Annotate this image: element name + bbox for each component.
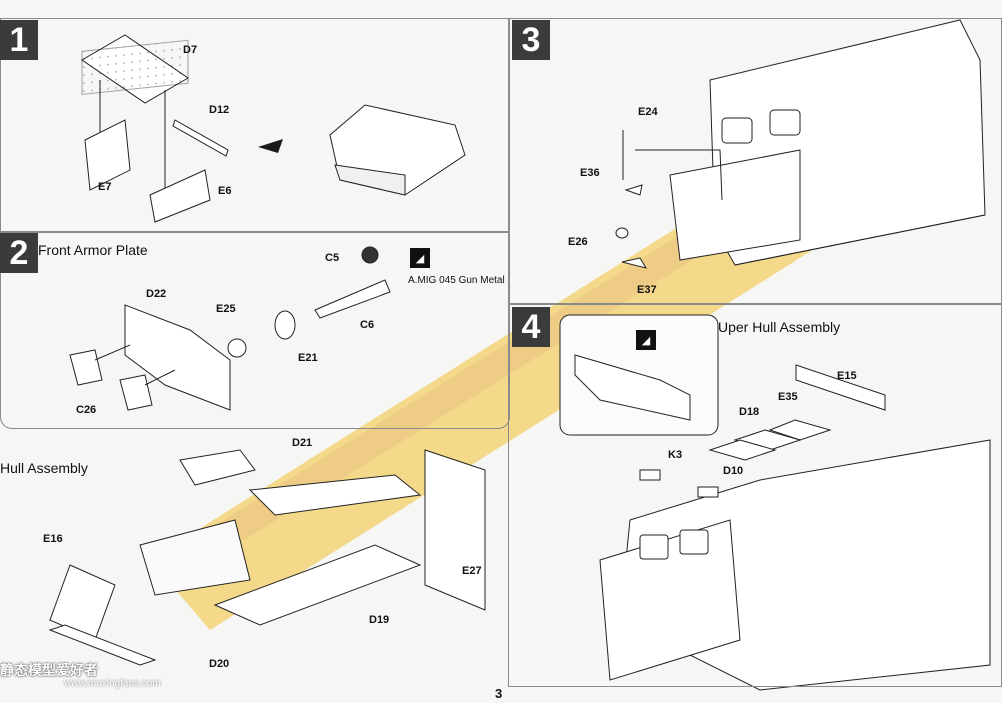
part-label: E25: [216, 303, 236, 315]
logo-watermark: [150, 150, 860, 630]
step4-panel: [508, 303, 1002, 687]
paint-note: A.MIG 045 Gun Metal: [408, 275, 505, 286]
part-label: D20: [209, 658, 230, 670]
step4-drawing: [559, 314, 991, 691]
part-label: E24: [638, 106, 658, 118]
part-label: D21: [292, 437, 313, 449]
step-3-badge: 3: [512, 20, 550, 60]
watermark-url: www.moxingfans.com: [64, 678, 161, 689]
paint-swatch-icon: ◢: [410, 248, 430, 268]
part-label: C6: [360, 319, 375, 331]
part-label: C26: [76, 404, 97, 416]
part-label: D19: [369, 614, 390, 626]
part-label: D10: [723, 465, 744, 477]
part-label: D18: [739, 406, 760, 418]
paint-swatch-icon-step4: ◢: [636, 330, 656, 350]
step2-panel: [0, 231, 510, 429]
step-4-title: Uper Hull Assembly: [718, 319, 841, 335]
step2-drawing: [69, 246, 391, 411]
part-label: E37: [637, 284, 657, 296]
step3-drawing: [615, 19, 986, 269]
part-label: D22: [146, 288, 167, 300]
step-1-badge: 1: [0, 20, 38, 60]
hull-drawing: [48, 449, 486, 666]
step-2-title: Front Armor Plate: [38, 242, 148, 258]
part-label: E16: [43, 533, 63, 545]
part-label: E27: [462, 565, 482, 577]
page-number: 3: [495, 686, 503, 701]
step1-panel: [0, 18, 510, 233]
part-label: E35: [778, 391, 798, 403]
step3-panel: [508, 18, 1002, 305]
part-label: D12: [209, 104, 230, 116]
part-label: E15: [837, 370, 857, 382]
step1-drawing: [81, 34, 466, 223]
part-label: E36: [580, 167, 600, 179]
watermark-text: 静态模型爱好者: [0, 663, 98, 679]
part-label: E7: [98, 181, 112, 193]
part-label: E26: [568, 236, 588, 248]
part-label: E6: [218, 185, 232, 197]
step-2-badge: 2: [0, 233, 38, 273]
hull-assembly-title: Hull Assembly: [0, 460, 88, 476]
part-label: E21: [298, 352, 318, 364]
step-4-badge: 4: [512, 307, 550, 347]
part-label: D7: [183, 44, 198, 56]
part-label: K3: [668, 449, 683, 461]
part-label: C5: [325, 252, 340, 264]
